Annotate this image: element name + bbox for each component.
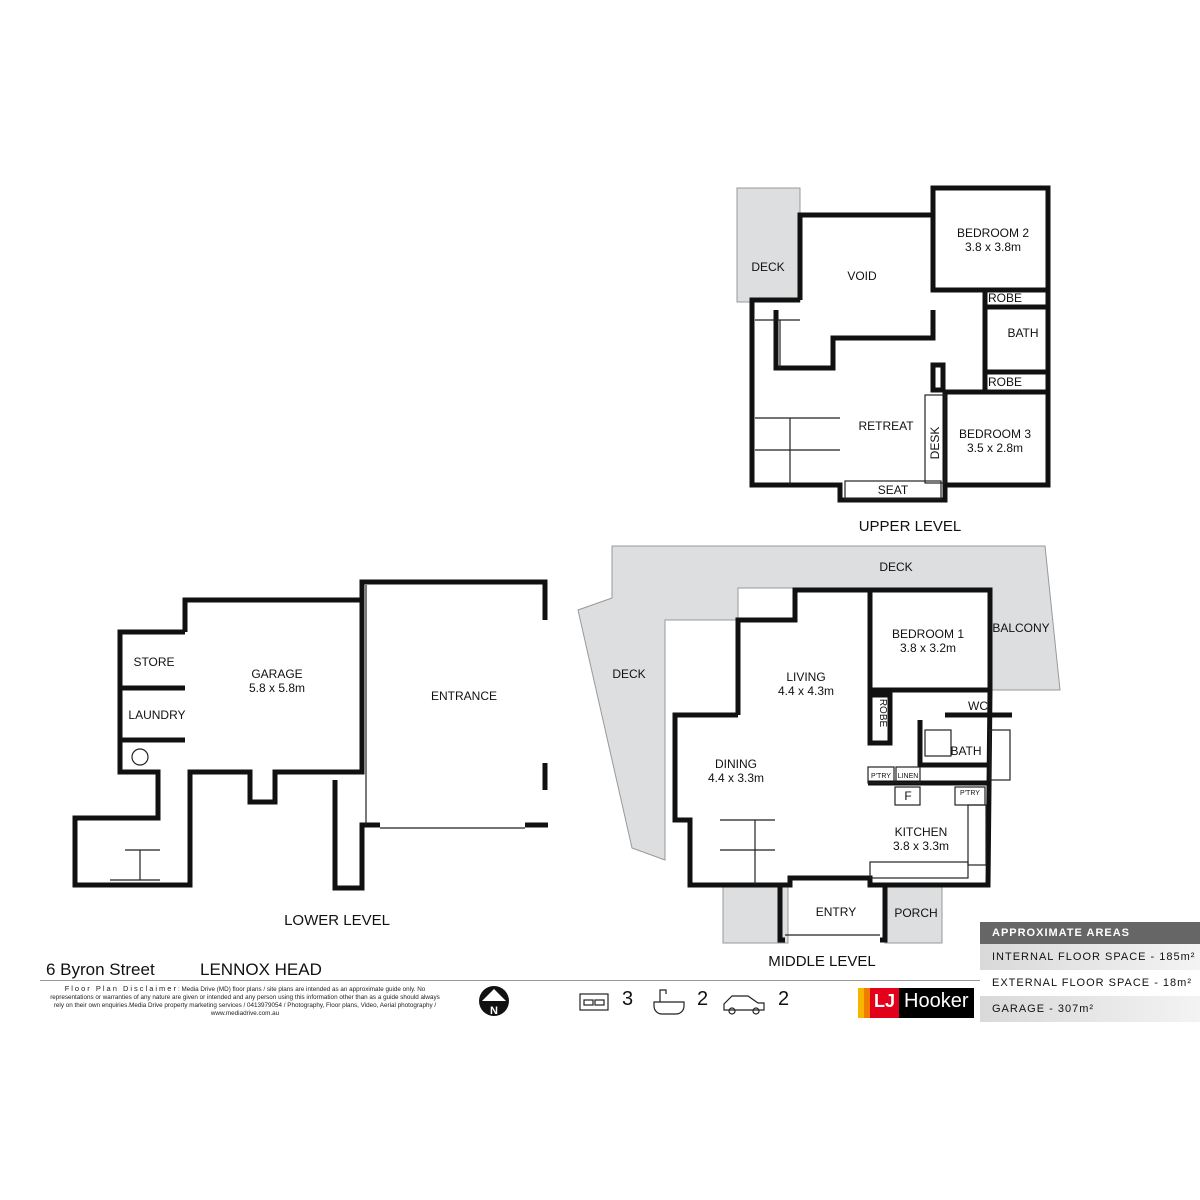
bedroom3-size: 3.5 x 2.8m [967,441,1023,455]
desk-label: DESK [928,427,942,460]
bedroom1-size: 3.8 x 3.2m [900,641,956,655]
linen-label: LINEN [898,773,919,780]
disclaimer-heading: Floor Plan Disclaimer [64,984,178,993]
middle-level-plan: DECK DECK BALCONY BEDROOM 1 3.8 x 3.2m L… [577,545,1061,970]
lower-level-plan: STORE LAUNDRY GARAGE 5.8 x 5.8m ENTRANCE… [72,579,548,929]
kitchen-label: KITCHEN [895,825,948,839]
robe-label: ROBE [877,699,888,728]
bath-label: BATH [950,744,981,758]
upper-level-plan: DECK VOID BEDROOM 2 3.8 x 3.8m ROBE BATH… [736,185,1051,535]
robe-label: ROBE [988,291,1022,305]
svg-text:N: N [490,1005,498,1017]
deck-left-label: DECK [612,667,645,681]
car-count: 2 [778,988,790,1010]
north-compass-icon: N [479,986,509,1017]
car-icon [723,995,765,1015]
upper-level-title: UPPER LEVEL [859,518,962,535]
lj-hooker-logo: LJ Hooker [858,988,974,1018]
garage-label: GARAGE [251,667,302,681]
porch-label: PORCH [894,906,937,920]
dining-label: DINING [715,757,757,771]
fridge-label: F [904,789,911,803]
balcony-label: BALCONY [992,621,1049,635]
wc-label: WC [968,699,988,713]
laundry-label: LAUNDRY [128,708,185,722]
upper-deck [736,187,801,303]
internal-floor-space: INTERNAL FLOOR SPACE - 185m² [980,944,1200,970]
bedroom1-label: BEDROOM 1 [892,627,964,641]
approximate-areas-panel: APPROXIMATE AREAS INTERNAL FLOOR SPACE -… [980,922,1200,1022]
bathroom-count: 2 [697,988,709,1010]
robe-label: ROBE [988,375,1022,389]
bedroom2-label: BEDROOM 2 [957,226,1029,240]
deck-top-label: DECK [879,560,912,574]
disclaimer-text: : Media Drive (MD) floor plans / site pl… [50,986,440,1017]
store-label: STORE [133,655,174,669]
lower-level-title: LOWER LEVEL [284,912,390,929]
bedroom2-size: 3.8 x 3.8m [965,240,1021,254]
areas-heading: APPROXIMATE AREAS [980,922,1200,944]
living-label: LIVING [786,670,825,684]
void-label: VOID [847,269,877,283]
bedroom3-label: BEDROOM 3 [959,427,1031,441]
entry-label: ENTRY [816,905,856,919]
disclaimer: Floor Plan Disclaimer: Media Drive (MD) … [45,985,445,1018]
suburb: LENNOX HEAD [200,960,322,979]
garage-area: GARAGE - 307m² [980,996,1200,1022]
garage-size: 5.8 x 5.8m [249,681,305,695]
divider [40,980,980,981]
logo-lj: LJ [870,988,900,1018]
middle-level-title: MIDDLE LEVEL [768,953,876,970]
upper-deck-label: DECK [751,260,784,274]
pantry-label: P'TRY [960,790,980,797]
seat-label: SEAT [878,483,909,497]
living-size: 4.4 x 4.3m [778,684,834,698]
street-address: 6 Byron Street [46,960,155,979]
kitchen-size: 3.8 x 3.3m [893,839,949,853]
retreat-label: RETREAT [858,419,914,433]
external-floor-space: EXTERNAL FLOOR SPACE - 18m² [980,970,1200,996]
logo-name: Hooker [899,988,974,1018]
bed-icon [579,993,609,1011]
dining-size: 4.4 x 3.3m [708,771,764,785]
entrance-label: ENTRANCE [431,689,497,703]
bath-icon [653,989,685,1015]
pantry-label: P'TRY [871,773,891,780]
bedroom-count: 3 [622,988,634,1010]
bath-label: BATH [1007,326,1038,340]
